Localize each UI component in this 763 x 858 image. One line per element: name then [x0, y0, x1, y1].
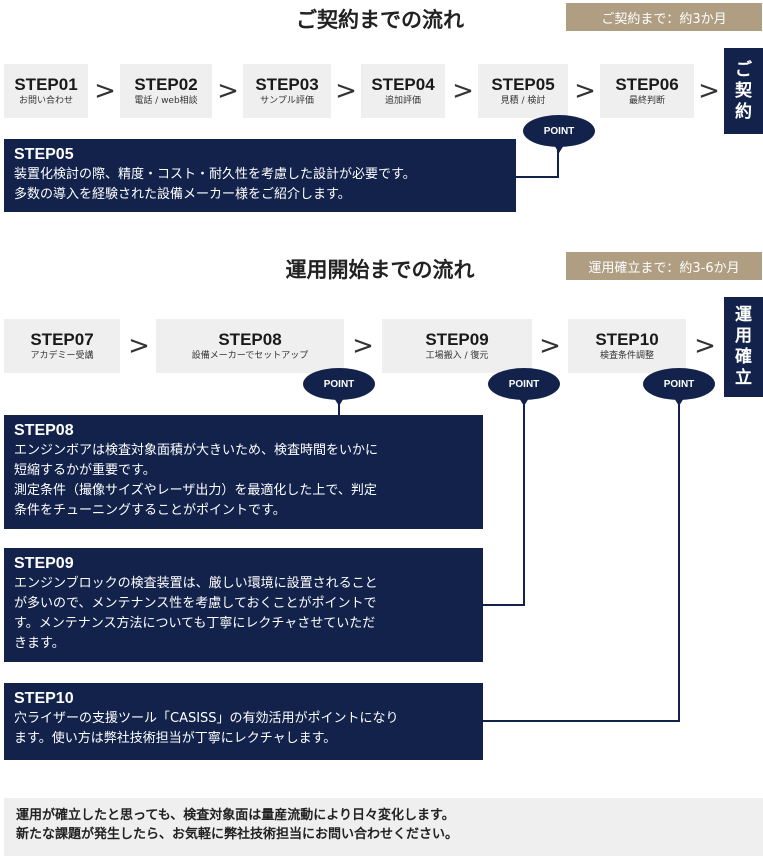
note-line: きます。 — [14, 636, 65, 651]
step-10-label: STEP10 — [595, 330, 659, 349]
step-06-label: STEP06 — [615, 75, 679, 94]
step-06-sub: 最終判断 — [628, 96, 665, 106]
note-title: STEP08 — [14, 422, 74, 439]
footer-note: 運用が確立したと思っても、検査対象面は量産流動により日々変化します。 新たな課題… — [4, 798, 763, 856]
step-02-label: STEP02 — [134, 75, 198, 94]
step-07-label: STEP07 — [30, 330, 94, 349]
step-10-sub: 検査条件調整 — [599, 351, 654, 361]
step-10: STEP10 検査条件調整 — [568, 319, 686, 373]
chevron-right-icon: > — [335, 76, 357, 106]
note-line: が多いので、メンテナンス性を考慮しておくことがポイントで — [14, 596, 377, 611]
chevron-right-icon: > — [574, 76, 596, 106]
contract-final-box: ご 契 約 — [724, 48, 763, 134]
step-09-sub: 工場搬入 / 復元 — [425, 351, 489, 361]
chevron-right-icon: > — [452, 76, 474, 106]
chevron-right-icon: > — [694, 331, 716, 361]
step-05: STEP05 見積 / 検討 — [478, 64, 568, 118]
chevron-right-icon: > — [352, 331, 374, 361]
operation-final-box: 運 用 確 立 — [724, 297, 763, 397]
chevron-right-icon: > — [128, 331, 150, 361]
step-01-label: STEP01 — [14, 75, 78, 94]
chevron-right-icon: > — [539, 331, 561, 361]
connector-line — [678, 404, 680, 722]
step-03-label: STEP03 — [255, 75, 319, 94]
contract-duration-badge: ご契約まで：約3か月 — [566, 3, 762, 31]
step-08: STEP08 設備メーカーでセットアップ — [156, 319, 344, 373]
connector-line — [515, 176, 559, 178]
step-08-sub: 設備メーカーでセットアップ — [191, 351, 309, 361]
contract-final-char: 契 — [735, 80, 752, 101]
note-title: STEP05 — [14, 146, 74, 163]
step-01-sub: お問い合わせ — [18, 96, 73, 106]
footer-line: 新たな課題が発生したら、お気軽に弊社技術担当にお問い合わせください。 — [16, 827, 459, 842]
step-05-label: STEP05 — [491, 75, 555, 94]
step-02: STEP02 電話 / web相談 — [120, 64, 212, 118]
step08-note: STEP08 エンジンボアは検査対象面積が大きいため、検査時間をいかに 短縮する… — [4, 415, 483, 529]
step-08-label: STEP08 — [218, 330, 282, 349]
note-line: 多数の導入を経験された設備メーカー様をご紹介します。 — [14, 187, 351, 202]
operation-section-title: 運用開始までの流れ — [285, 258, 475, 282]
step-04: STEP04 追加評価 — [361, 64, 445, 118]
connector-line — [483, 604, 525, 606]
step05-note: STEP05 装置化検討の際、精度・コスト・耐久性を考慮した設計が必要です。 多… — [4, 139, 516, 212]
contract-final-char: ご — [735, 59, 752, 80]
operation-duration-badge: 運用確立まで：約3-6か月 — [566, 252, 762, 280]
connector-line — [483, 720, 680, 722]
point-badge-step10: POINT — [643, 368, 715, 400]
step-09: STEP09 工場搬入 / 復元 — [382, 319, 532, 373]
operation-final-char: 立 — [735, 368, 752, 388]
note-line: す。メンテナンス方法についても丁寧にレクチャさせていただ — [14, 616, 376, 631]
note-line: 測定条件（撮像サイズやレーザ出力）を最適化した上で、判定 — [14, 483, 377, 498]
step09-note: STEP09 エンジンブロックの検査装置は、厳しい環境に設置されること が多いの… — [4, 548, 483, 662]
step-03-sub: サンプル評価 — [260, 96, 314, 106]
operation-final-char: 運 — [735, 305, 752, 325]
step-02-sub: 電話 / web相談 — [134, 96, 198, 106]
footer-line: 運用が確立したと思っても、検査対象面は量産流動により日々変化します。 — [16, 808, 455, 823]
step-07-sub: アカデミー受講 — [30, 351, 94, 361]
point-badge-step09: POINT — [488, 368, 560, 400]
step-06: STEP06 最終判断 — [600, 64, 694, 118]
note-title: STEP09 — [14, 555, 74, 572]
step-04-sub: 追加評価 — [384, 96, 421, 106]
note-line: 短縮するかが重要です。 — [14, 463, 156, 478]
step-03: STEP03 サンプル評価 — [243, 64, 331, 118]
step-04-label: STEP04 — [371, 75, 435, 94]
connector-line — [557, 150, 559, 178]
chevron-right-icon: > — [94, 76, 116, 106]
note-title: STEP10 — [14, 690, 74, 707]
step-07: STEP07 アカデミー受講 — [4, 319, 120, 373]
step-09-label: STEP09 — [425, 330, 489, 349]
contract-final-char: 約 — [735, 101, 752, 122]
note-line: エンジンブロックの検査装置は、厳しい環境に設置されること — [14, 576, 378, 591]
step10-note: STEP10 穴ライザーの支援ツール「CASISS」の有効活用がポイントになり … — [4, 683, 483, 760]
point-badge-step08: POINT — [303, 368, 375, 400]
point-badge-step05: POINT — [523, 115, 595, 147]
note-line: エンジンボアは検査対象面積が大きいため、検査時間をいかに — [14, 443, 379, 458]
point-tail-icon — [519, 398, 529, 406]
step-01: STEP01 お問い合わせ — [4, 64, 88, 118]
chevron-right-icon: > — [698, 76, 720, 106]
operation-final-char: 用 — [735, 326, 752, 346]
operation-final-char: 確 — [735, 347, 752, 367]
connector-line — [523, 404, 525, 606]
note-line: 条件をチューニングすることがポイントです。 — [14, 503, 286, 518]
step-05-sub: 見積 / 検討 — [500, 96, 546, 106]
note-line: ます。使い方は弊社技術担当が丁寧にレクチャします。 — [14, 731, 337, 746]
note-line: 装置化検討の際、精度・コスト・耐久性を考慮した設計が必要です。 — [14, 167, 416, 182]
point-tail-icon — [674, 398, 684, 406]
chevron-right-icon: > — [217, 76, 239, 106]
contract-section-title: ご契約までの流れ — [296, 8, 464, 32]
point-tail-icon — [554, 145, 564, 153]
note-line: 穴ライザーの支援ツール「CASISS」の有効活用がポイントになり — [14, 711, 399, 726]
connector-line — [338, 400, 340, 416]
